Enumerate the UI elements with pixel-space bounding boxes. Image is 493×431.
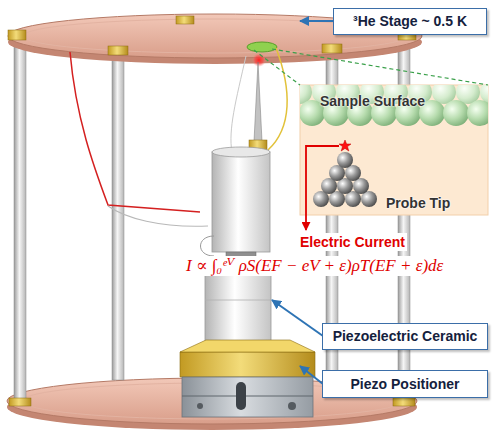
scanner-tube-top (212, 147, 270, 157)
annotation-label: Electric Current (298, 233, 407, 251)
atom (443, 100, 469, 126)
tube-seam (205, 300, 271, 301)
sample (247, 42, 277, 52)
box-label: Piezo Positioner (351, 376, 460, 393)
support-pillar (14, 40, 26, 405)
zoom-inset: Sample SurfaceProbe Tip (300, 85, 488, 215)
probe-tip (254, 62, 262, 141)
bracket (108, 46, 128, 55)
tunnel-glow (252, 53, 266, 67)
wire (70, 52, 200, 212)
leader-arrow (300, 20, 334, 22)
screw-hole (197, 403, 203, 409)
formula-text: I ∝ ∫₀ᵉⱽ ρS(EF − eV + ε)ρT(EF + ε)dε (186, 256, 443, 276)
box-label: Piezoelectric Ceramic (333, 328, 478, 345)
screw-hole (288, 402, 296, 410)
positioner-block (180, 352, 315, 377)
positioner-groove (182, 396, 313, 397)
wire (201, 236, 215, 256)
leader-arrow (300, 366, 323, 384)
bracket (9, 398, 31, 406)
atom (467, 100, 488, 126)
sample-atoms (300, 85, 488, 126)
inset-background (300, 85, 488, 215)
zoom-line (254, 50, 300, 85)
component-label-box: Piezo Positioner (322, 370, 488, 398)
bracket (393, 398, 415, 406)
tip-atom (337, 152, 353, 168)
wire (108, 206, 208, 226)
current-arrow (306, 146, 339, 230)
stage-label-box: ³He Stage ~ 0.5 K (333, 8, 487, 35)
component-label-box: Piezoelectric Ceramic (322, 323, 488, 350)
inset-label: Probe Tip (386, 195, 450, 212)
formula-text: I ∝ ∫₀ᵉⱽ ρS(EF − eV + ε)ρT(EF + ε)dε (184, 256, 445, 276)
box-label: ³He Stage ~ 0.5 K (353, 13, 467, 30)
annotation-label: Electric Current (300, 234, 405, 251)
positioner-base (182, 377, 313, 417)
zoom-line (272, 49, 488, 85)
bracket (8, 30, 26, 40)
bracket (176, 16, 194, 24)
positioner-top (180, 340, 315, 352)
inset-label: Sample Surface (320, 93, 425, 110)
scanner-tube (212, 152, 270, 252)
leader-arrow (272, 300, 323, 336)
tunnel-spark (339, 140, 351, 151)
wire (231, 56, 246, 152)
support-pillar (112, 50, 124, 380)
positioner-slot (236, 382, 246, 410)
bracket (322, 44, 342, 53)
tip-atoms (313, 152, 377, 207)
piezo-tube (205, 264, 271, 346)
